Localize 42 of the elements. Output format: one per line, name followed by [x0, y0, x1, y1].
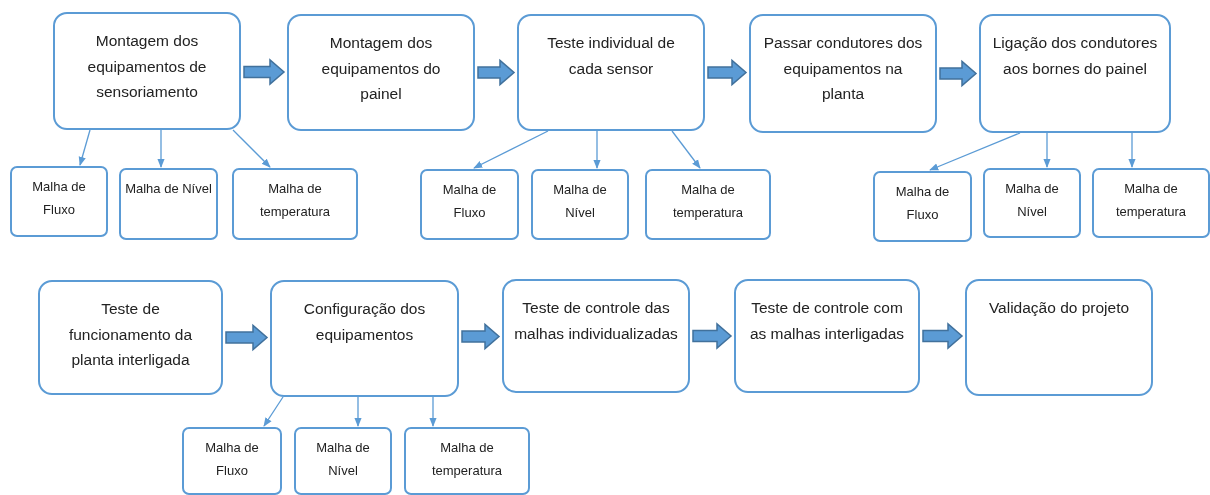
arrow	[157, 129, 165, 168]
loop-box: Malha de temperatura	[1092, 168, 1210, 238]
arrow	[473, 130, 549, 169]
arrow	[78, 129, 91, 166]
block-arrow	[939, 59, 978, 88]
loop-box: Malha de Nível	[294, 427, 392, 495]
block-arrow	[225, 323, 269, 352]
process-box: Passar condutores dos equipamentos na planta	[749, 14, 937, 133]
loop-box: Malha de Fluxo	[10, 166, 108, 237]
arrow	[263, 396, 284, 427]
process-box: Montagem dos equipamentos do painel	[287, 14, 475, 131]
process-box: Teste de funcionamento da planta interligada	[38, 280, 223, 395]
block-arrow	[243, 58, 286, 86]
block-arrow	[922, 322, 964, 350]
arrow	[232, 129, 271, 168]
process-box: Teste de controle das malhas individualizadas	[502, 279, 690, 393]
arrow	[929, 132, 1021, 171]
loop-box: Malha de Nível	[119, 168, 218, 240]
block-arrow	[461, 322, 501, 351]
process-box: Ligação dos condutores aos bornes do painel	[979, 14, 1171, 133]
arrow	[593, 130, 601, 169]
loop-box: Malha de Nível	[531, 169, 629, 240]
block-arrow	[692, 322, 733, 350]
loop-box: Malha de Fluxo	[182, 427, 282, 495]
arrow	[1043, 132, 1051, 168]
loop-box: Malha de temperatura	[645, 169, 771, 240]
loop-box: Malha de Fluxo	[420, 169, 519, 240]
loop-box: Malha de temperatura	[404, 427, 530, 495]
process-box: Configuração dos equipamentos	[270, 280, 459, 397]
process-box: Montagem dos equipamentos de sensoriamento	[53, 12, 241, 130]
block-arrow	[707, 58, 748, 87]
process-box: Validação do projeto	[965, 279, 1153, 396]
arrow	[354, 396, 362, 427]
loop-box: Malha de Fluxo	[873, 171, 972, 242]
process-box: Teste de controle com as malhas interligadas	[734, 279, 920, 393]
loop-box: Malha de Nível	[983, 168, 1081, 238]
arrow	[1128, 132, 1136, 168]
arrow	[671, 130, 701, 169]
block-arrow	[477, 58, 516, 87]
loop-box: Malha de temperatura	[232, 168, 358, 240]
arrow	[429, 396, 437, 427]
process-box: Teste individual de cada sensor	[517, 14, 705, 131]
